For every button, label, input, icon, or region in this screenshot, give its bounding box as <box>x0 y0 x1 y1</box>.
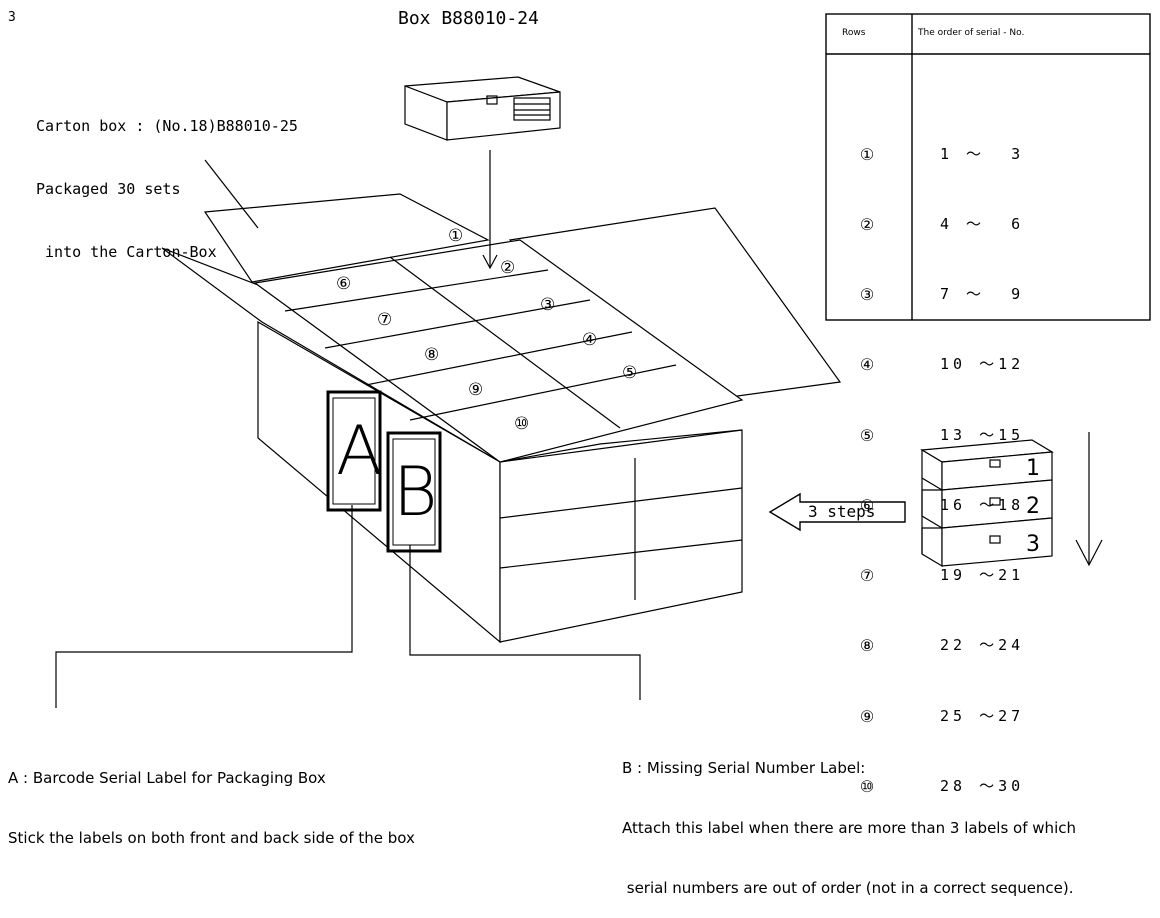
note-b-line-3: serial numbers are out of order (not in … <box>622 878 1076 898</box>
table-range: 7 ～ 9 <box>940 283 1130 306</box>
slot-5: ⑤ <box>622 363 637 383</box>
note-b: B : Missing Serial Number Label: Attach … <box>622 718 1076 918</box>
table-header-order: The order of serial - No. <box>918 28 1024 38</box>
slot-9: ⑨ <box>468 380 483 400</box>
small-box <box>405 77 560 140</box>
carton-line-1: Carton box : (No.18)B88010-25 <box>36 116 298 137</box>
table-range: 19 ～21 <box>940 564 1130 587</box>
table-row-label: ② <box>832 213 902 236</box>
stack-number-3: 3 <box>1026 532 1040 557</box>
slot-4: ④ <box>582 330 597 350</box>
page-number: 3 <box>8 10 16 25</box>
carton-line-3: into the Carton-Box <box>36 242 298 263</box>
slot-8: ⑧ <box>424 345 439 365</box>
table-range: 4 ～ 6 <box>940 213 1130 236</box>
label-b-letter: B <box>393 453 438 533</box>
leader-line-a <box>56 505 352 708</box>
carton-front-wall <box>500 430 742 642</box>
slot-1: ① <box>448 226 463 246</box>
note-b-line-1: B : Missing Serial Number Label: <box>622 758 1076 778</box>
table-row-label: ⑦ <box>832 564 902 587</box>
slot-7: ⑦ <box>377 310 392 330</box>
note-a-line-2: Stick the labels on both front and back … <box>8 828 415 848</box>
table-range: 22 ～24 <box>940 634 1130 657</box>
table-row-label: ⑧ <box>832 634 902 657</box>
table-range: 10 ～12 <box>940 353 1130 376</box>
slot-2: ② <box>500 258 515 278</box>
table-row-label: ① <box>832 143 902 166</box>
slot-6: ⑥ <box>336 274 351 294</box>
note-a-line-1: A : Barcode Serial Label for Packaging B… <box>8 768 415 788</box>
note-b-line-2: Attach this label when there are more th… <box>622 818 1076 838</box>
steps-label: 3 steps <box>808 502 875 521</box>
page-title: Box B88010-24 <box>398 8 539 29</box>
table-row-label: ③ <box>832 283 902 306</box>
note-a: A : Barcode Serial Label for Packaging B… <box>8 728 415 868</box>
carton-description: Carton box : (No.18)B88010-25 Packaged 3… <box>36 74 298 284</box>
carton-line-2: Packaged 30 sets <box>36 179 298 200</box>
label-a-letter: A <box>336 412 383 492</box>
table-header-rows: Rows <box>842 28 865 38</box>
slot-10: ⑩ <box>514 414 529 434</box>
stack-number-2: 2 <box>1026 494 1040 519</box>
slot-3: ③ <box>540 295 555 315</box>
table-row-label: ④ <box>832 353 902 376</box>
table-range: 13 ～15 <box>940 424 1130 447</box>
table-row-label: ⑤ <box>832 424 902 447</box>
table-range: 1 ～ 3 <box>940 143 1130 166</box>
stack-number-1: 1 <box>1026 456 1040 481</box>
